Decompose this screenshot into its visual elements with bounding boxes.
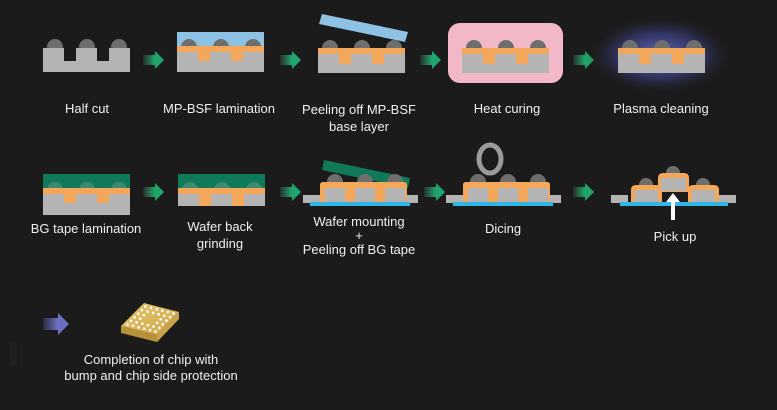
- step-label-wafer-back-grinding: Wafer back grinding: [187, 218, 252, 252]
- step-label-completion: Completion of chip with bump and chip si…: [64, 352, 237, 384]
- chip-bump: [146, 323, 150, 327]
- wafer-mounting-diagram: [303, 160, 418, 206]
- chip-bump: [143, 327, 146, 330]
- chip-bump: [144, 305, 147, 308]
- chip-bump: [140, 308, 143, 312]
- step-label-mp-bsf-lamination: MP-BSF lamination: [163, 101, 275, 116]
- chip-bump: [148, 328, 152, 332]
- chip-bump: [133, 316, 136, 319]
- chip-bump: [141, 322, 144, 325]
- chip-bump: [137, 312, 140, 315]
- chip-bump: [163, 314, 166, 317]
- chip-bump: [172, 312, 175, 315]
- label-line: Peeling off MP-BSF: [302, 102, 416, 117]
- chip-bump: [168, 315, 172, 319]
- chip-bump: [157, 313, 160, 316]
- step-label-wafer-mounting: Wafer mounting + Peeling off BG tape: [303, 215, 416, 257]
- arrow-icon: [573, 183, 594, 201]
- edge-marker: [10, 342, 17, 366]
- chip-bump: [149, 306, 153, 310]
- peeling-mp-bsf-diagram: [318, 14, 408, 73]
- step-label-heat-curing: Heat curing: [473, 101, 541, 116]
- arrow-icon: [280, 51, 301, 69]
- step-label-bg-tape-lamination: BG tape lamination: [30, 221, 142, 236]
- chip-bump: [155, 321, 159, 325]
- step-label-half-cut: Half cut: [64, 101, 110, 116]
- half-cut-diagram: [43, 39, 130, 72]
- mp-bsf-lamination-diagram: [177, 32, 264, 72]
- chip-bump: [161, 323, 164, 326]
- chip-bump: [159, 318, 162, 321]
- step-label-peeling-mp-bsf: Peeling off MP-BSF base layer: [302, 101, 416, 135]
- step-label-dicing: Dicing: [484, 221, 522, 236]
- chip-bump: [151, 311, 155, 315]
- chip-bump: [166, 310, 170, 314]
- arrow-icon: [280, 183, 301, 201]
- label-line: Wafer back: [187, 219, 253, 234]
- dicing-blade-icon: [476, 142, 504, 176]
- wafer-back-grinding-diagram: [178, 174, 265, 206]
- step-label-pick-up: Pick up: [653, 229, 697, 244]
- chip-bump: [152, 325, 155, 328]
- label-line: bump and chip side protection: [64, 368, 238, 383]
- chip-bump: [129, 319, 133, 323]
- chip-bump: [137, 326, 140, 329]
- label-line: base layer: [329, 119, 389, 134]
- label-line: +: [355, 228, 363, 243]
- chip-bump: [146, 310, 149, 313]
- label-line: grinding: [196, 236, 244, 251]
- bg-tape-lamination-diagram: [43, 174, 130, 215]
- chip-bump: [142, 313, 146, 317]
- plasma-cleaning-diagram: [618, 40, 705, 73]
- chip-bump: [165, 319, 168, 322]
- step-label-plasma-cleaning: Plasma cleaning: [613, 101, 709, 116]
- label-line: Wafer mounting: [313, 214, 405, 229]
- heat-curing-diagram: [462, 40, 549, 73]
- chip-bump: [158, 326, 161, 330]
- completed-chip-icon: [121, 303, 179, 342]
- arrow-icon: [143, 183, 164, 201]
- chip-bump: [135, 321, 138, 324]
- chip-bump: [161, 309, 164, 312]
- chip-bump: [131, 324, 135, 328]
- chip-bump: [155, 308, 158, 311]
- chip-bump: [154, 330, 157, 333]
- chip-bump: [126, 323, 129, 326]
- chip-bump: [139, 317, 142, 320]
- arrow-icon: [420, 51, 441, 69]
- arrow-icon: [143, 51, 164, 69]
- pick-up-diagram: [611, 166, 736, 220]
- final-arrow-icon: [43, 313, 69, 335]
- label-line: Peeling off BG tape: [302, 242, 416, 257]
- label-line: Completion of chip with: [83, 352, 219, 367]
- dicing-diagram: [446, 174, 561, 206]
- arrow-icon: [424, 183, 445, 201]
